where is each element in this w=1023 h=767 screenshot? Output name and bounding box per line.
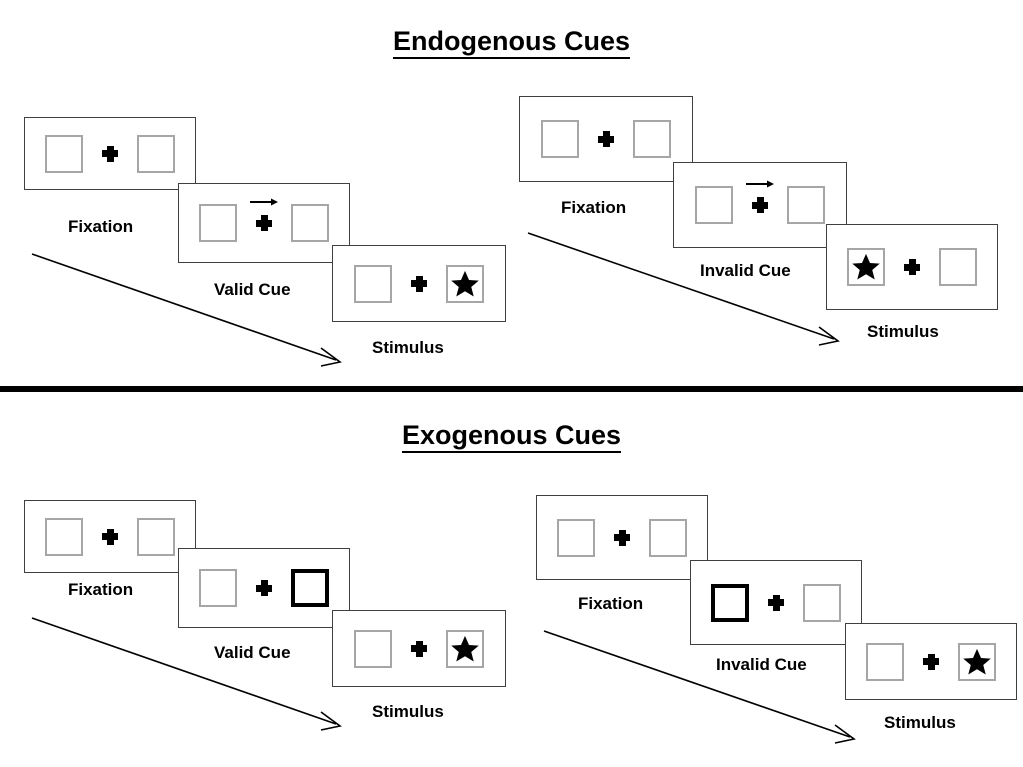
- section-divider: [0, 386, 1023, 392]
- fixation-cross-wrap: [237, 577, 291, 599]
- placeholder-box-left: [354, 264, 392, 303]
- caption-endo-valid-cue: Valid Cue: [214, 280, 291, 299]
- placeholder-box-left: [45, 134, 83, 173]
- caption-endo-invalid-stimulus: Stimulus: [867, 322, 939, 341]
- fixation-cross-icon: [408, 638, 430, 660]
- fixation-cross-icon: [253, 577, 275, 599]
- caption-exo-invalid-fixation: Fixation: [578, 594, 644, 613]
- trial-frame-endo-invalid-stimulus: [826, 224, 998, 310]
- fixation-cross-icon: [920, 651, 942, 673]
- fixation-cross-wrap: [392, 273, 446, 295]
- caption-exo-valid-cue: Valid Cue: [214, 643, 291, 662]
- fixation-cross-wrap: [733, 180, 787, 216]
- fixation-cross-wrap: [595, 527, 649, 549]
- placeholder-box-left: [695, 186, 733, 224]
- fixation-cross-icon: [99, 143, 121, 165]
- fixation-cross-wrap: [749, 592, 803, 614]
- placeholder-box-left-with-target: [847, 248, 885, 286]
- time-flow-arrow-endo-valid: [31, 253, 342, 367]
- fixation-cross-wrap: [237, 198, 291, 234]
- placeholder-box-right-with-target: [958, 642, 996, 681]
- trial-frame-endo-valid-fixation: [24, 117, 196, 190]
- peripheral-box-cue-left: [711, 583, 749, 622]
- trial-frame-endo-valid-cue: [178, 183, 350, 263]
- placeholder-box-right: [137, 517, 175, 556]
- trial-frame-exo-valid-stimulus: [332, 610, 506, 687]
- placeholder-box-right-with-target: [446, 264, 484, 303]
- time-flow-arrow-endo-invalid: [527, 232, 840, 346]
- placeholder-box-left: [541, 120, 579, 158]
- trial-frame-exo-valid-cue: [178, 548, 350, 628]
- section-title-exogenous: Exogenous Cues: [0, 420, 1023, 453]
- time-flow-arrow-exo-valid: [31, 617, 342, 731]
- placeholder-box-left: [354, 629, 392, 668]
- fixation-cross-icon: [901, 256, 923, 278]
- arrow-right-cue-icon: [250, 198, 278, 206]
- trial-frame-exo-invalid-stimulus: [845, 623, 1017, 700]
- fixation-cross-wrap: [579, 128, 633, 150]
- caption-exo-valid-fixation: Fixation: [68, 580, 134, 599]
- placeholder-box-left: [199, 569, 237, 607]
- star-target-icon: [451, 270, 479, 296]
- section-title-endogenous: Endogenous Cues: [0, 26, 1023, 59]
- fixation-cross-wrap: [904, 651, 958, 673]
- placeholder-box-right: [137, 134, 175, 173]
- caption-exo-invalid-cue: Invalid Cue: [716, 655, 807, 674]
- placeholder-box-right: [787, 186, 825, 224]
- section-title-exogenous-text: Exogenous Cues: [401, 420, 622, 453]
- fixation-cross-wrap: [83, 143, 137, 165]
- placeholder-box-left: [557, 518, 595, 557]
- peripheral-box-cue-right: [291, 569, 329, 607]
- fixation-cross-icon: [765, 592, 787, 614]
- fixation-cross-icon: [749, 194, 771, 216]
- placeholder-box-right: [939, 248, 977, 286]
- fixation-cross-wrap: [392, 638, 446, 660]
- fixation-cross-icon: [99, 526, 121, 548]
- placeholder-box-left: [199, 204, 237, 242]
- caption-endo-invalid-fixation: Fixation: [561, 198, 627, 217]
- trial-frame-endo-invalid-cue: [673, 162, 847, 248]
- star-target-icon: [963, 648, 991, 674]
- placeholder-box-left: [866, 642, 904, 681]
- caption-endo-valid-stimulus: Stimulus: [372, 338, 444, 357]
- caption-exo-valid-stimulus: Stimulus: [372, 702, 444, 721]
- placeholder-box-right: [803, 583, 841, 622]
- fixation-cross-icon: [408, 273, 430, 295]
- caption-endo-invalid-cue: Invalid Cue: [700, 261, 791, 280]
- placeholder-box-right: [291, 204, 329, 242]
- section-title-endogenous-text: Endogenous Cues: [392, 26, 630, 59]
- trial-frame-endo-valid-stimulus: [332, 245, 506, 322]
- placeholder-box-right-with-target: [446, 629, 484, 668]
- placeholder-box-left: [45, 517, 83, 556]
- trial-frame-endo-invalid-fixation: [519, 96, 693, 182]
- trial-frame-exo-invalid-cue: [690, 560, 862, 645]
- fixation-cross-wrap: [83, 526, 137, 548]
- fixation-cross-icon: [595, 128, 617, 150]
- trial-frame-exo-invalid-fixation: [536, 495, 708, 580]
- arrow-right-cue-icon: [746, 180, 774, 188]
- fixation-cross-icon: [253, 212, 275, 234]
- placeholder-box-right: [633, 120, 671, 158]
- trial-frame-exo-valid-fixation: [24, 500, 196, 573]
- star-target-icon: [451, 635, 479, 661]
- placeholder-box-right: [649, 518, 687, 557]
- caption-exo-invalid-stimulus: Stimulus: [884, 713, 956, 732]
- time-flow-arrow-exo-invalid: [543, 630, 856, 744]
- caption-endo-valid-fixation: Fixation: [68, 217, 134, 236]
- fixation-cross-wrap: [885, 256, 939, 278]
- fixation-cross-icon: [611, 527, 633, 549]
- star-target-icon: [852, 253, 880, 280]
